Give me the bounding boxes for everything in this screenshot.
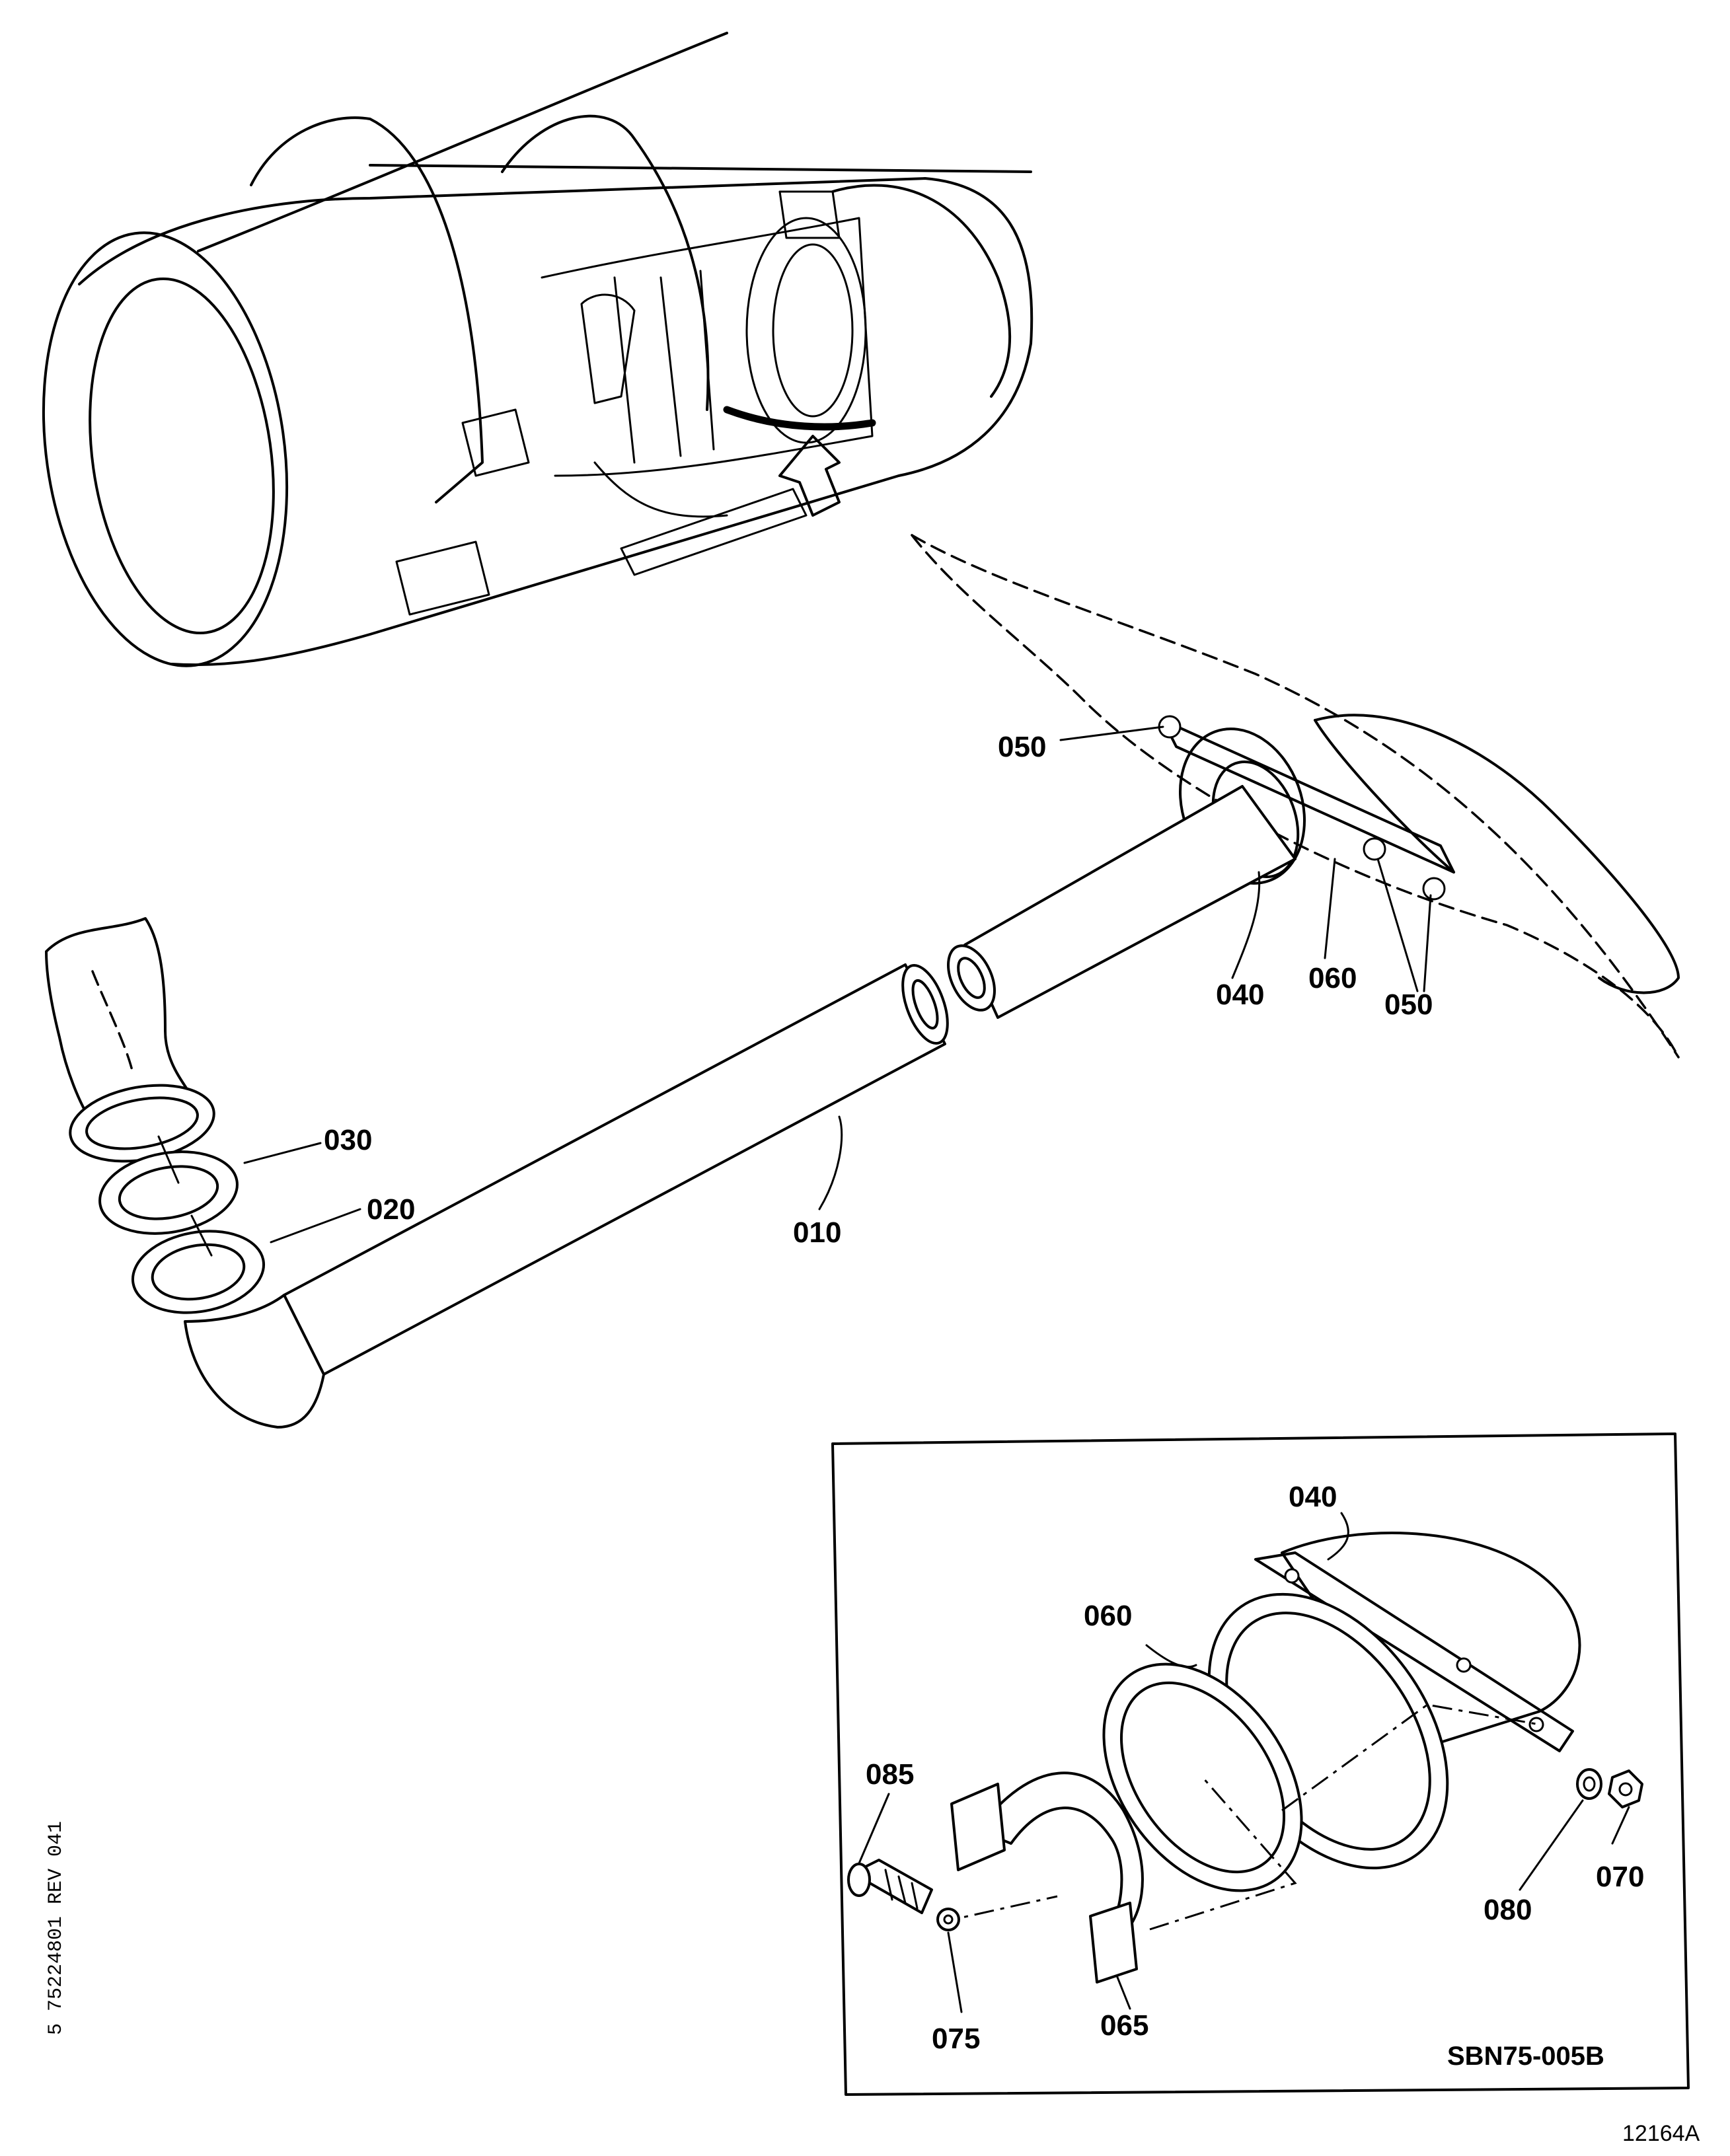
callout-040-main: 040 [1216,979,1264,1011]
detail-box-reference: SBN75-005B [1447,2042,1604,2071]
callout-010: 010 [793,1216,841,1249]
callout-070: 070 [1596,1861,1644,1893]
callout-050-top: 050 [998,731,1046,763]
drain-tube-010 [45,917,949,1429]
figure-number: 12164A [1622,2121,1700,2146]
side-document-reference: 5 75224801 REV 041 [45,1821,67,2035]
callout-075: 075 [932,2023,980,2055]
engine-nacelle-illustration [42,32,1034,667]
callout-050-bottom: 050 [1384,988,1433,1021]
callout-060-main: 060 [1308,962,1357,994]
callout-040-detail: 040 [1289,1481,1337,1513]
callout-060-detail: 060 [1084,1600,1132,1632]
drain-mast-assembly [911,534,1680,1059]
callout-020: 020 [367,1193,415,1226]
callout-030: 030 [324,1124,372,1156]
callout-080: 080 [1484,1894,1532,1926]
callout-065: 065 [1100,2009,1148,2042]
detail-box [831,1432,1690,2096]
leader-lines [243,725,1630,2013]
callout-085: 085 [866,1758,914,1791]
